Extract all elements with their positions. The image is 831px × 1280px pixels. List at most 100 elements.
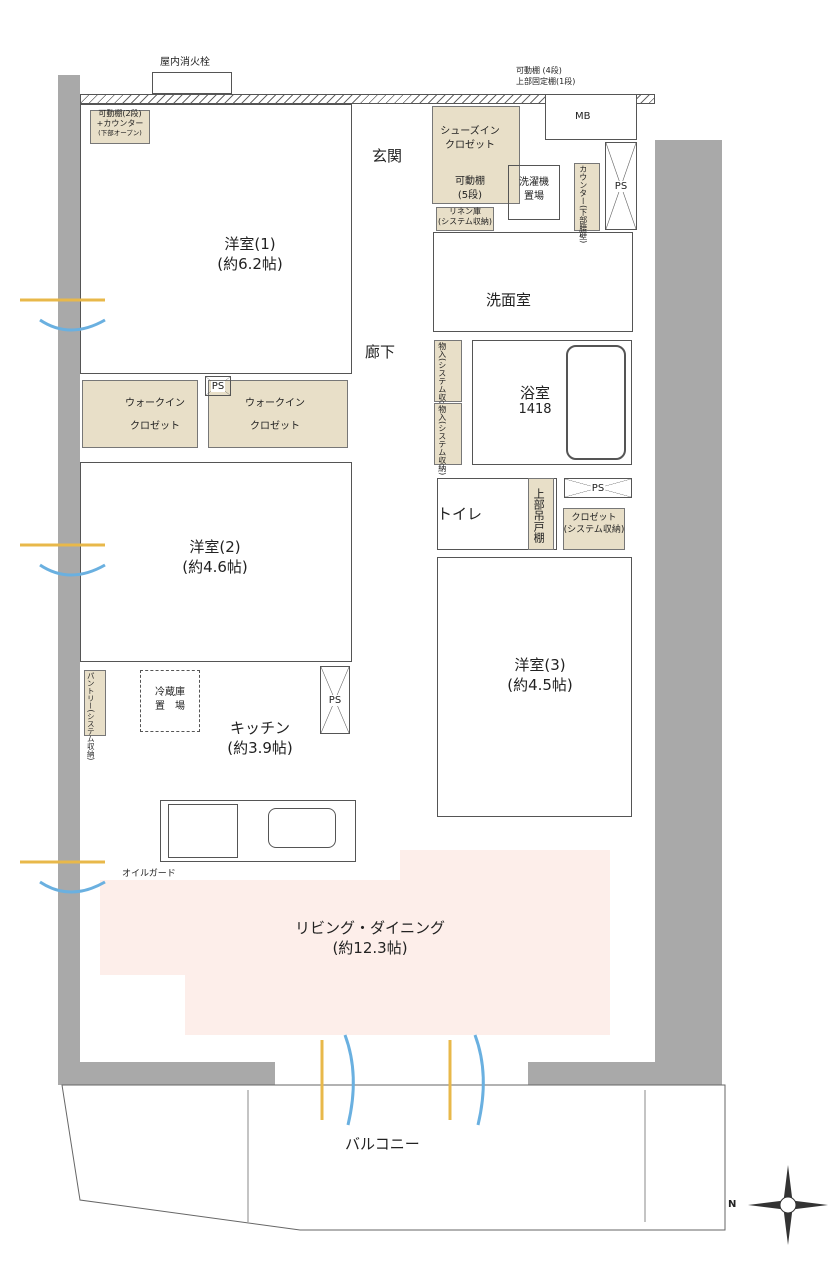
- airflow-left-2: [20, 543, 106, 577]
- toilet-outline: [437, 478, 557, 550]
- text: (5段): [457, 189, 483, 201]
- text: PS: [327, 694, 343, 706]
- counter: [574, 163, 600, 231]
- fire-hydrant-label: 屋内消火栓: [160, 57, 210, 68]
- pantry-label: パントリー(システム収納): [86, 672, 96, 761]
- bath-outline: [472, 340, 632, 465]
- text: ウォークイン: [245, 398, 305, 409]
- oil-guard-label: オイルガード: [122, 869, 176, 879]
- compass-icon: [748, 1165, 828, 1245]
- ps-kitchen: PS: [320, 666, 350, 734]
- text: PS: [210, 380, 226, 392]
- mb-box: [545, 94, 637, 140]
- text: +カウンター: [96, 119, 144, 128]
- living-label: リビング・ダイニング (約12.3帖): [290, 918, 450, 959]
- text: (約3.9帖): [227, 739, 293, 758]
- text: 可動棚(2段): [98, 109, 142, 118]
- shoes-closet-label: シューズインクロゼット: [432, 125, 508, 152]
- washroom-outline: [433, 232, 633, 332]
- text: (約12.3帖): [332, 939, 408, 958]
- kitchen-counter: [160, 800, 356, 862]
- walk-in-closet-1: [82, 380, 198, 448]
- text: ウォークイン: [125, 398, 185, 409]
- shelf-top-right-label: 可動棚 (4段)上部固定棚(1段): [516, 66, 575, 88]
- text: クロゼット: [130, 421, 180, 432]
- text: キッチン: [229, 719, 290, 737]
- text: 洋室(2): [189, 538, 241, 556]
- linen-storage: [436, 207, 494, 231]
- room3-label: 洋室(3) (約4.5帖): [485, 655, 595, 696]
- wall-bottom-left: [58, 1062, 275, 1085]
- counter-label: カウンター(下部腰壁): [578, 165, 588, 244]
- toilet-label: トイレ: [437, 505, 483, 523]
- text: (下部オープン): [98, 129, 142, 137]
- room1-outline: [80, 104, 352, 374]
- room3-outline: [437, 557, 632, 817]
- text: 可動棚 (4段): [516, 66, 562, 75]
- text: PS: [613, 180, 629, 192]
- text: 冷蔵庫: [155, 687, 185, 698]
- text: 置 場: [155, 700, 185, 712]
- hallway-label: 廊下: [365, 343, 396, 361]
- sink: [268, 808, 336, 848]
- wic-2-label: ウォークインクロゼット: [240, 392, 310, 438]
- storage-2: [434, 403, 462, 465]
- wall-right: [655, 140, 722, 1085]
- storage-1-label: 物入(システム収納): [437, 342, 447, 413]
- airflow-left-3: [20, 860, 106, 894]
- washroom-label: 洗面室: [486, 291, 532, 309]
- text: 上部固定棚(1段): [516, 76, 576, 86]
- airflow-left-1: [20, 298, 106, 332]
- shoes-closet: [432, 106, 520, 204]
- washer-space: [508, 165, 560, 220]
- room1-label: 洋室(1) (約6.2帖): [195, 234, 305, 275]
- text: 可動棚: [455, 176, 485, 187]
- closet-3-label: クロゼット (システム収納): [563, 512, 625, 536]
- text: クロゼット: [445, 139, 495, 151]
- text: (約4.6帖): [182, 558, 248, 577]
- text: リネン庫: [449, 207, 481, 216]
- text: PS: [590, 482, 606, 494]
- walk-in-closet-2: [208, 380, 348, 448]
- upper-shelf: [528, 478, 554, 550]
- ps-wic: PS: [205, 376, 231, 396]
- shelf5-label: 可動棚 (5段): [432, 175, 508, 202]
- counter-shelf: [90, 110, 150, 144]
- fridge-label: 冷蔵庫置 場: [140, 686, 200, 713]
- hydrant-box: [152, 72, 232, 94]
- airflow-bottom-2: [448, 1034, 485, 1126]
- text: (約4.5帖): [507, 676, 573, 695]
- fridge-space: [140, 670, 200, 732]
- text: 洋室(3): [514, 656, 566, 674]
- wall-bottom-right: [528, 1062, 722, 1085]
- text: 浴室: [519, 384, 550, 402]
- text: 洗濯機: [519, 177, 549, 188]
- shelf-counter-label: 可動棚(2段)+カウンター(下部オープン): [92, 109, 148, 137]
- text: 洋室(1): [224, 235, 276, 253]
- text: リビング・ダイニング: [294, 919, 445, 937]
- ps-toilet: PS: [564, 478, 632, 498]
- pantry: [84, 670, 106, 736]
- north-label: N: [728, 1199, 737, 1210]
- balcony-label: バルコニー: [345, 1135, 420, 1153]
- room2-label: 洋室(2) (約4.6帖): [160, 537, 270, 578]
- mb-label: MB: [575, 111, 591, 122]
- wall-left: [58, 75, 80, 1085]
- text: (約6.2帖): [217, 255, 283, 274]
- kitchen-label: キッチン (約3.9帖): [205, 718, 315, 759]
- text: (システム収納): [563, 525, 625, 536]
- bathtub: [566, 345, 626, 460]
- washer-label: 洗濯機置場: [508, 176, 560, 203]
- stove: [168, 804, 238, 858]
- text: クロゼット: [250, 421, 300, 432]
- wall-top: [80, 94, 655, 104]
- text: クロゼット: [571, 513, 617, 523]
- upper-shelf-label: 上部吊戸棚: [532, 487, 546, 543]
- text: (システム収納): [437, 216, 492, 226]
- text: シューズイン: [440, 126, 500, 137]
- room2-outline: [80, 462, 352, 662]
- text: 置場: [524, 190, 544, 202]
